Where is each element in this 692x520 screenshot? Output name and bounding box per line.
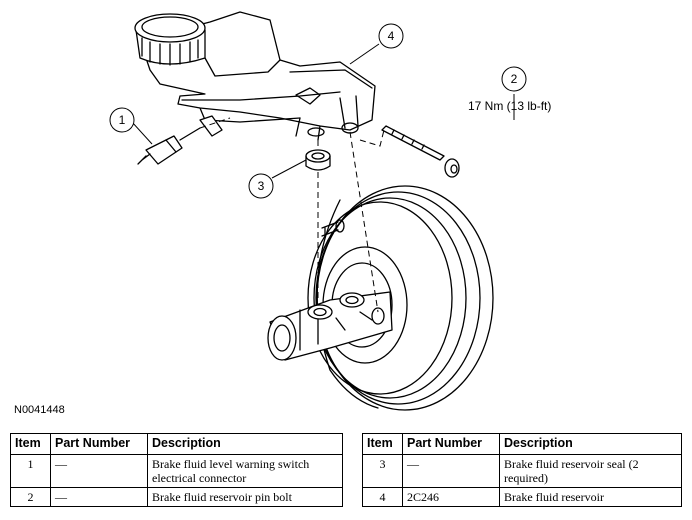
- description-cell: Brake fluid reservoir pin bolt: [147, 487, 343, 507]
- figure-id: N0041448: [14, 404, 65, 416]
- table-header-row: Item Part Number Description: [10, 433, 343, 455]
- table-header-row: Item Part Number Description: [362, 433, 682, 455]
- table-row: 2 — Brake fluid reservoir pin bolt: [10, 487, 343, 507]
- description-cell: Brake fluid level warning switch electri…: [147, 454, 343, 488]
- callout-leaders: [131, 43, 515, 179]
- item-cell: 1: [10, 454, 51, 488]
- item-cell: 4: [362, 487, 403, 507]
- callout-3-number: 3: [258, 179, 265, 193]
- brake-booster: [307, 185, 494, 411]
- parts-table-left: Item Part Number Description 1 — Brake f…: [10, 433, 343, 507]
- reservoir-pin-bolt: [381, 125, 460, 178]
- item-cell: 3: [362, 454, 403, 488]
- brake-fluid-reservoir: [134, 11, 376, 141]
- warning-switch-connector: [137, 115, 223, 165]
- header-item: Item: [10, 433, 51, 455]
- callout-1-number: 1: [119, 113, 126, 127]
- callout-3: 3: [248, 173, 274, 199]
- header-item: Item: [362, 433, 403, 455]
- callout-2-number: 2: [511, 72, 518, 86]
- table-row: 3 — Brake fluid reservoir seal (2 requir…: [362, 454, 682, 488]
- description-cell: Brake fluid reservoir seal (2 required): [499, 454, 682, 488]
- parts-table-right: Item Part Number Description 3 — Brake f…: [362, 433, 682, 507]
- part-number-cell: —: [50, 487, 148, 507]
- torque-spec-label: 17 Nm (13 lb-ft): [468, 99, 551, 113]
- alignment-lines: [199, 117, 385, 313]
- table-row: 1 — Brake fluid level warning switch ele…: [10, 454, 343, 488]
- description-cell: Brake fluid reservoir: [499, 487, 682, 507]
- callout-1: 1: [109, 107, 135, 133]
- header-description: Description: [147, 433, 343, 455]
- item-cell: 2: [10, 487, 51, 507]
- header-description: Description: [499, 433, 682, 455]
- exploded-view-diagram: 1 2 17 Nm (13 lb-ft) 3 4: [109, 11, 551, 411]
- part-number-cell: —: [402, 454, 500, 488]
- part-number-cell: 2C246: [402, 487, 500, 507]
- master-cylinder: [267, 291, 393, 361]
- callout-4: 4: [378, 23, 404, 49]
- callout-4-number: 4: [388, 29, 395, 43]
- reservoir-seal: [305, 149, 331, 171]
- table-row: 4 2C246 Brake fluid reservoir: [362, 487, 682, 507]
- part-number-cell: —: [50, 454, 148, 488]
- header-part-number: Part Number: [50, 433, 148, 455]
- header-part-number: Part Number: [402, 433, 500, 455]
- callout-2: 2 17 Nm (13 lb-ft): [468, 66, 551, 113]
